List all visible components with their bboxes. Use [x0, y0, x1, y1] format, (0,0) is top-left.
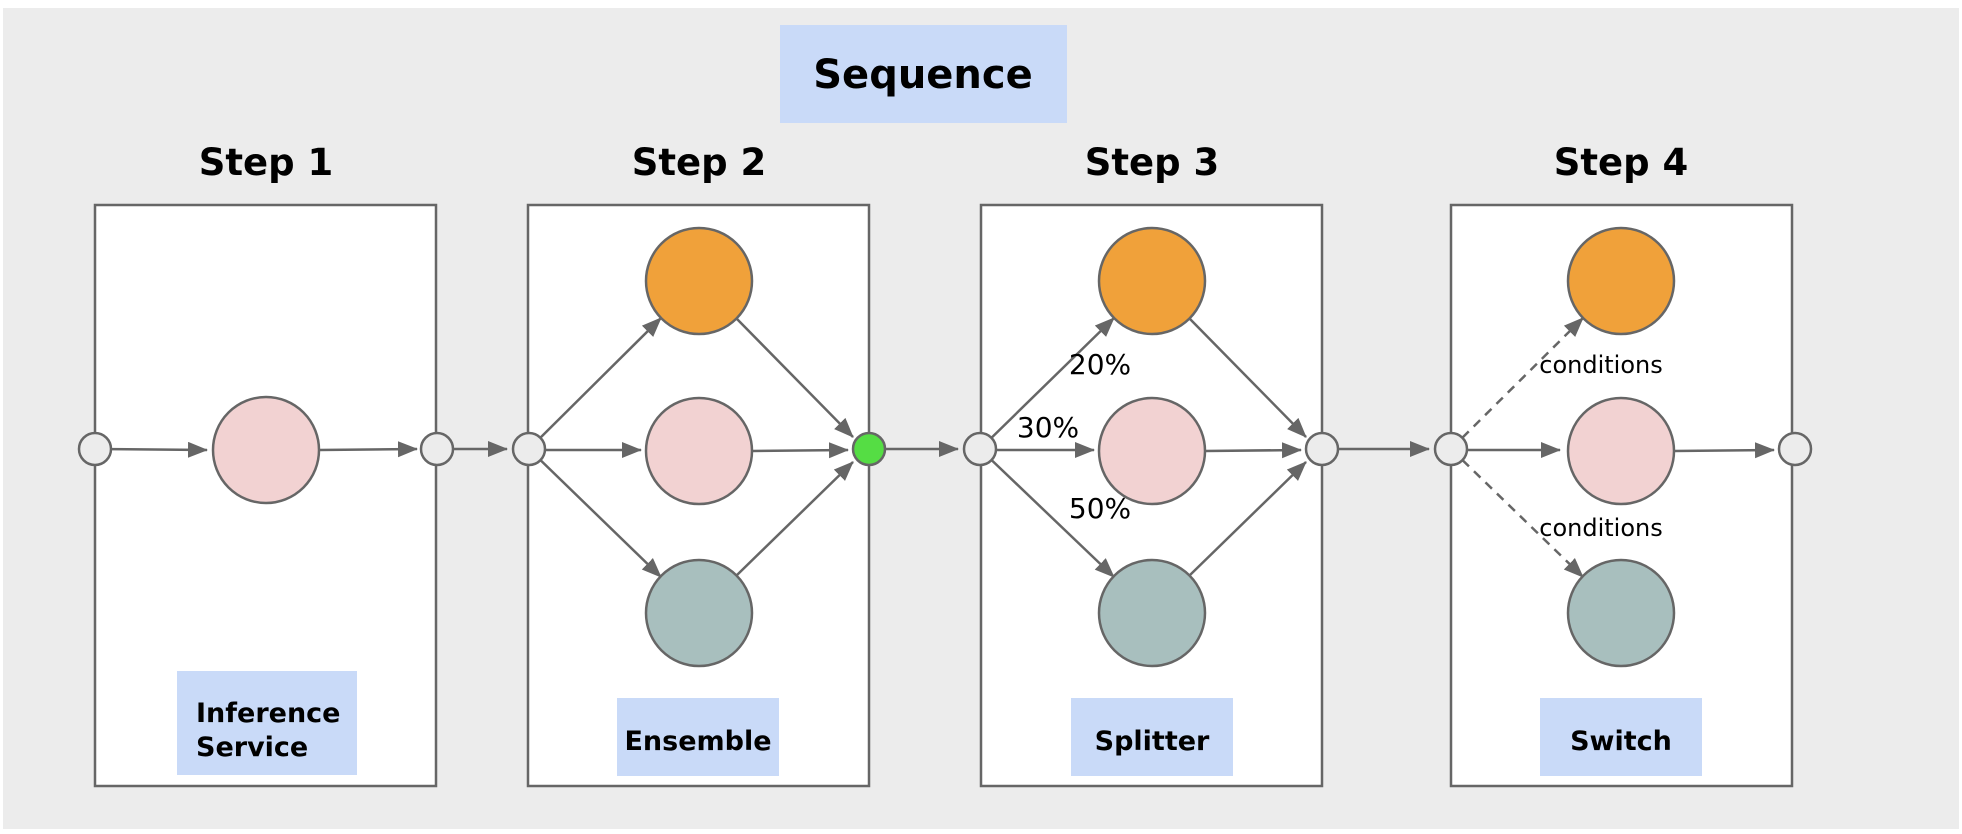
step-1-label-line2: Service	[196, 732, 308, 763]
edge-step1-in-to-model	[94, 441, 208, 458]
step-1-model-node	[211, 395, 321, 505]
step-2-label: Ensemble	[624, 726, 771, 757]
splitter-percent-30-label: 30%	[1017, 411, 1079, 444]
edge-teal-to-ensemble-out	[736, 461, 854, 576]
switch-conditions-top-label: conditions	[1539, 351, 1662, 379]
edge-splitter-to-orange	[979, 317, 1115, 450]
edge-ensemble-to-orange	[528, 317, 662, 450]
step-3-orange-node	[1097, 226, 1207, 336]
step-2-pink-node	[644, 396, 754, 506]
step-1-label-line1: Inference	[196, 698, 341, 729]
step-2-title: Step 2	[632, 141, 767, 184]
sequence-title: Sequence	[813, 52, 1033, 98]
step-2-output-port-green	[851, 431, 887, 467]
edge-pink-to-ensemble-out	[751, 442, 849, 459]
step-4-output-port	[1777, 431, 1813, 467]
step-4-pink-node	[1566, 396, 1676, 506]
step-3-title: Step 3	[1085, 141, 1220, 184]
switch-conditions-bottom-label: conditions	[1539, 514, 1662, 542]
edge-teal-to-splitter-out	[1189, 461, 1307, 576]
step-1-input-port	[77, 431, 113, 467]
step-4-title: Step 4	[1554, 141, 1689, 184]
edge-step1-model-to-out	[318, 441, 418, 458]
step-3-output-port	[1304, 431, 1340, 467]
step-3-label: Splitter	[1095, 726, 1210, 757]
edge-splitter-to-teal	[979, 448, 1115, 578]
splitter-percent-50-label: 50%	[1069, 492, 1131, 525]
edge-orange-to-ensemble-out	[736, 318, 854, 438]
edge-orange-to-splitter-out	[1189, 318, 1307, 438]
step-4-label-box	[1540, 698, 1702, 776]
step-3-pink-node	[1097, 396, 1207, 506]
sequence-title-box	[780, 25, 1067, 123]
step-3-label-box	[1071, 698, 1233, 776]
step-1-label-box	[177, 671, 357, 775]
step-3-input-port	[962, 431, 998, 467]
step-4-teal-node	[1566, 558, 1676, 668]
step-4-input-port	[1433, 431, 1469, 467]
splitter-percent-20-label: 20%	[1069, 348, 1131, 381]
step-4-label: Switch	[1570, 726, 1672, 757]
step-4-orange-node	[1566, 226, 1676, 336]
step-2-input-port	[511, 431, 547, 467]
step-2-teal-node	[644, 558, 754, 668]
step-2-label-box	[617, 698, 779, 776]
edge-pink-to-splitter-out	[1204, 442, 1302, 459]
step-3-teal-node	[1097, 558, 1207, 668]
step-1-title: Step 1	[199, 141, 334, 184]
edge-pink-to-switch-out	[1673, 442, 1775, 459]
step-2-orange-node	[644, 226, 754, 336]
step-1-output-port	[419, 431, 455, 467]
edge-ensemble-to-teal	[528, 448, 662, 578]
